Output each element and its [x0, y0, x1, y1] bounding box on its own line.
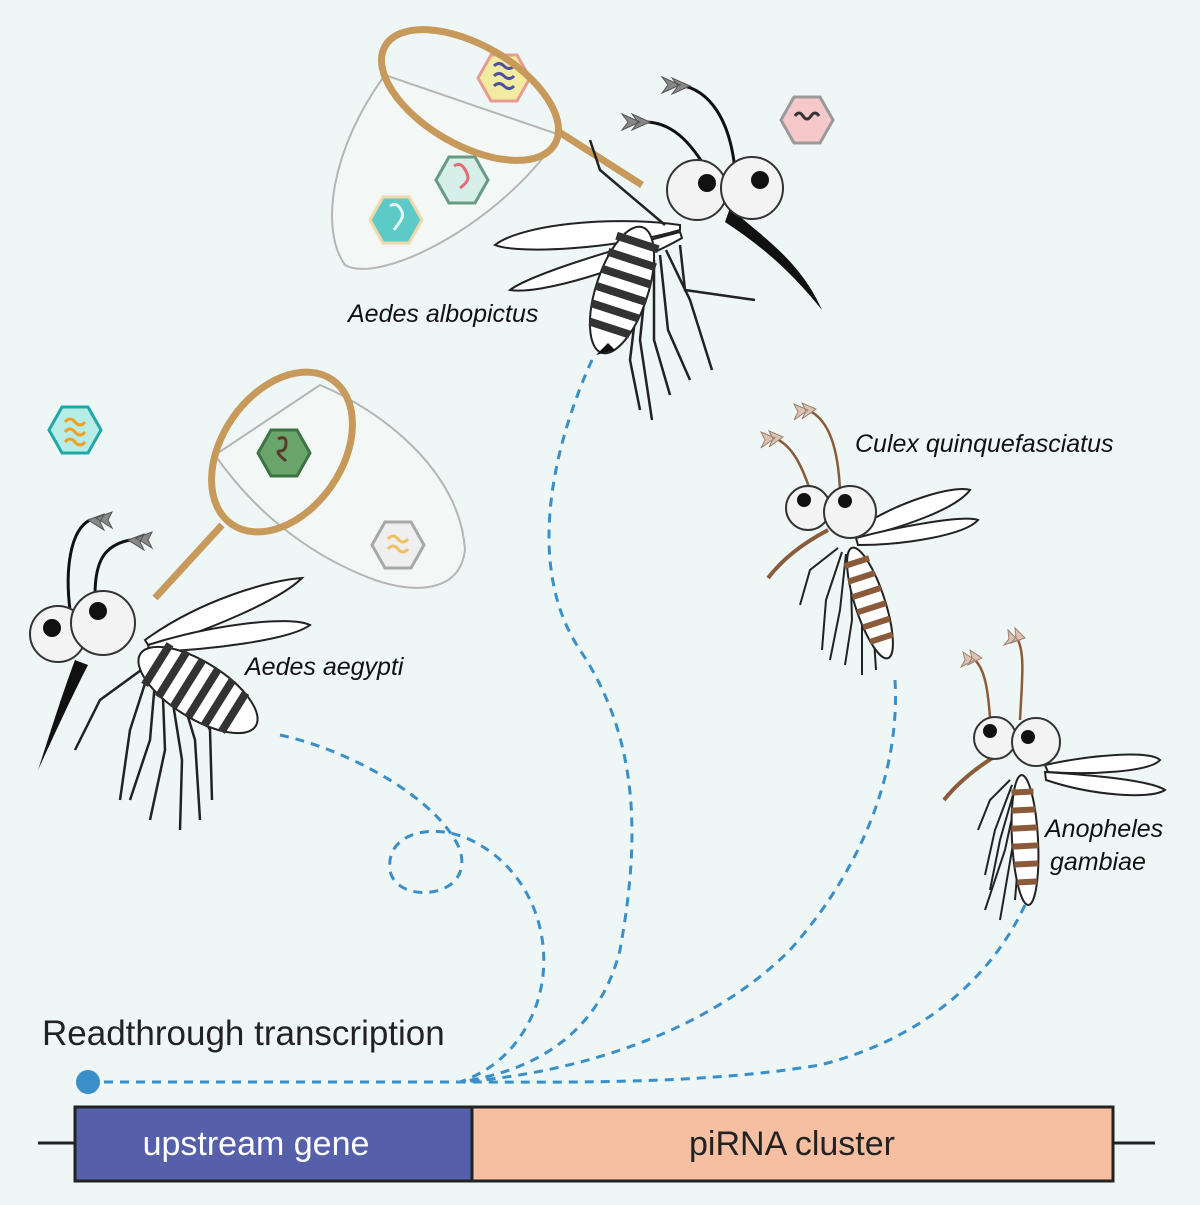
pirna-cluster-box — [470, 1105, 1115, 1183]
antenna-tip-culex-1 — [759, 430, 785, 449]
virus-teal — [368, 195, 424, 245]
proboscis-culex — [766, 528, 829, 580]
upstream-gene-label: upstream gene — [143, 1125, 370, 1163]
transcription-paths — [88, 359, 1027, 1084]
wing-anopheles-1 — [1043, 753, 1162, 775]
proboscis-aegypti — [38, 660, 88, 770]
antenna-tip-anopheles-2 — [1002, 626, 1026, 647]
virus-cyan-free — [47, 405, 103, 455]
net-cone-aegypti — [213, 383, 467, 589]
antenna-tip-culex-2 — [792, 402, 818, 421]
readthrough-label: Readthrough transcription — [42, 1014, 445, 1053]
pirna-cluster-label: piRNA cluster — [689, 1125, 895, 1163]
upstream-gene-box — [73, 1105, 474, 1183]
virus-grey — [370, 520, 426, 570]
mosquito-culex-quinquefasciatus — [759, 402, 980, 675]
label-culex-quinquefasciatus: Culex quinquefasciatus — [855, 430, 1114, 458]
mosquito-aedes-aegypti — [29, 368, 467, 831]
path-to-anopheles — [459, 904, 1027, 1084]
eyes-aegypti — [29, 590, 136, 663]
mosquito-anopheles-gambiae — [942, 626, 1167, 921]
path-to-albopictus — [459, 359, 634, 1084]
label-aedes-aegypti: Aedes aegypti — [243, 653, 405, 681]
abdomen-aegypti — [137, 642, 259, 735]
eyes-anopheles — [973, 716, 1061, 767]
antenna-tip-albopictus-2 — [660, 75, 692, 96]
net-rim-aegypti — [208, 368, 356, 536]
virus-pink-free — [779, 95, 835, 145]
wing-culex-2 — [854, 517, 980, 547]
abdomen-albopictus — [588, 225, 660, 355]
antenna-tip-anopheles-1 — [959, 648, 983, 669]
proboscis-albopictus — [725, 208, 822, 310]
net-handle-albopictus — [554, 127, 644, 188]
virus-dark-green — [256, 428, 312, 478]
net-rim-albopictus — [378, 26, 562, 164]
genome-track: upstream gene piRNA cluster — [38, 1105, 1155, 1183]
label-anopheles-line1: Anopheles — [1043, 815, 1163, 843]
abdomen-culex — [843, 546, 894, 660]
mosquito-aedes-albopictus — [331, 26, 835, 421]
virus-green-pink — [434, 155, 490, 205]
abdomen-anopheles — [1010, 774, 1040, 906]
antennae-culex — [774, 408, 842, 491]
path-to-culex — [459, 679, 898, 1084]
antenna-tip-aegypti-2 — [126, 531, 154, 552]
label-anopheles-line2: gambiae — [1050, 848, 1146, 876]
path-to-aegypti — [279, 733, 546, 1084]
transcription-start-dot — [76, 1070, 100, 1094]
net-handle-aegypti — [152, 522, 225, 601]
antennae-anopheles — [974, 639, 1024, 721]
antenna-tip-aegypti-1 — [86, 511, 114, 532]
eyes-albopictus — [666, 156, 784, 221]
eyes-culex — [785, 485, 877, 539]
wing-aegypti-2 — [146, 620, 312, 654]
antennae-aegypti — [66, 518, 131, 611]
label-aedes-albopictus: Aedes albopictus — [346, 300, 538, 328]
virus-yellow — [476, 53, 532, 103]
wing-anopheles-2 — [1043, 770, 1167, 797]
antenna-tip-albopictus-1 — [620, 112, 652, 132]
